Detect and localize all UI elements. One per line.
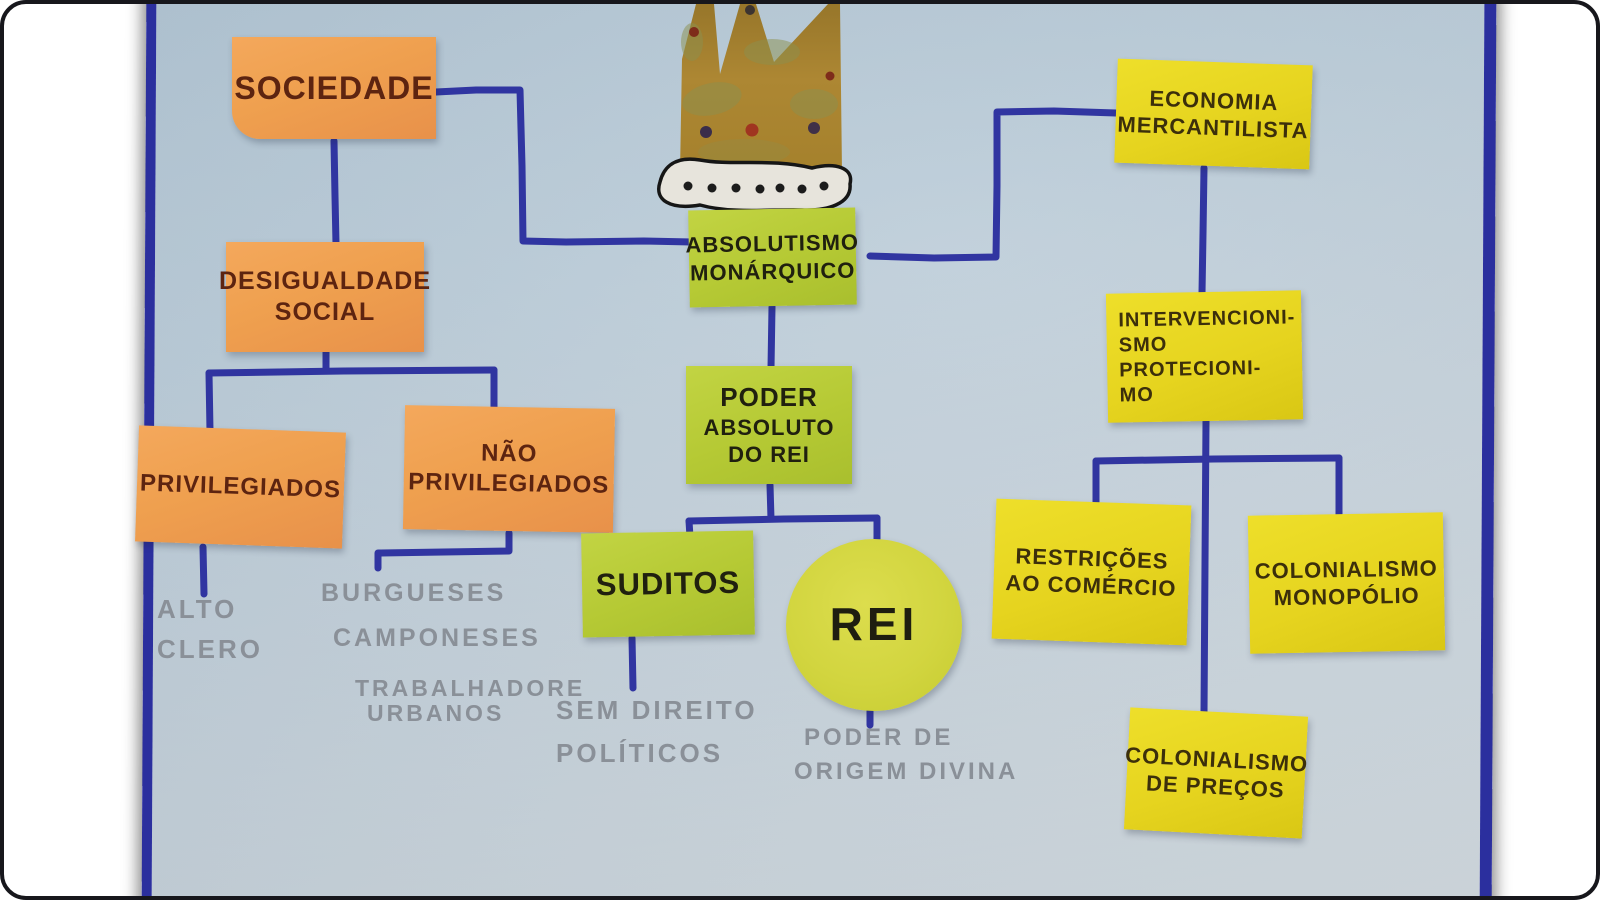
node-label: MONÁRQUICO — [689, 257, 856, 285]
annotation-line: ORIGEM DIVINA — [794, 758, 1019, 785]
annotation-line: POLÍTICOS — [556, 738, 724, 768]
node-label: SUDITOS — [595, 564, 741, 602]
node-poder-absoluto-do-rei: PODER ABSOLUTO DO REI — [686, 366, 852, 484]
node-suditos: SUDITOS — [581, 530, 755, 638]
node-label: AO COMÉRCIO — [1005, 570, 1177, 601]
node-label: SOCIAL — [274, 298, 376, 326]
node-restricoes-ao-comercio: RESTRIÇÕES AO COMÉRCIO — [991, 498, 1192, 646]
node-label: NÃO — [480, 439, 538, 468]
node-label: INTERVENCIONI- — [1118, 305, 1296, 331]
node-sociedade: SOCIEDADE — [232, 37, 436, 139]
annotation-line: ALTO — [157, 594, 238, 624]
node-label: MONOPÓLIO — [1273, 582, 1420, 611]
annotation-line: TRABALHADORE — [355, 675, 586, 701]
annotation-line: SEM DIREITO — [556, 695, 758, 725]
node-label: SMO PROTECIONI- — [1118, 333, 1262, 381]
node-colonialismo-monopolio: COLONIALISMO MONOPÓLIO — [1247, 512, 1446, 654]
node-intervencionismo-protecionismo: INTERVENCIONI- SMO PROTECIONI- MO — [1105, 290, 1304, 423]
node-label: DE PREÇOS — [1145, 770, 1286, 803]
node-label: ABSOLUTO — [703, 414, 835, 440]
node-label: DESIGUALDADE — [219, 266, 432, 295]
node-label: COLONIALISMO — [1254, 554, 1439, 584]
node-economia-mercantilista: ECONOMIA MERCANTILISTA — [1114, 58, 1313, 170]
annotation-line: PODER DE — [804, 724, 954, 751]
annotation-poder-origem-divina: PODER DE ORIGEM DIVINA — [794, 726, 1018, 784]
annotation-sem-direito-politicos: SEM DIREITO POLÍTICOS — [556, 697, 758, 766]
node-label: DO REI — [728, 442, 810, 468]
annotation-line: CAMPONESES — [333, 624, 541, 652]
node-label: MO — [1119, 383, 1155, 406]
node-rei: REI — [786, 539, 962, 711]
node-label: PRIVILEGIADOS — [139, 469, 342, 504]
node-label: PRIVILEGIADOS — [408, 468, 610, 499]
node-absolutismo-monarquico: ABSOLUTISMO MONÁRQUICO — [685, 207, 860, 308]
annotation-line: CLERO — [157, 634, 263, 664]
node-colonialismo-de-precos: COLONIALISMO DE PREÇOS — [1123, 707, 1309, 839]
annotation-line: URBANOS — [367, 700, 505, 726]
node-nao-privilegiados: NÃO PRIVILEGIADOS — [402, 405, 616, 533]
annotation-nao-privilegiados-grupos: BURGUESES CAMPONESES TRABALHADORE URBANO… — [321, 581, 585, 725]
annotation-alto-clero: ALTO CLERO — [157, 596, 263, 662]
node-privilegiados: PRIVILEGIADOS — [135, 425, 346, 549]
node-desigualdade-social: DESIGUALDADE SOCIAL — [219, 242, 430, 352]
node-label: SOCIEDADE — [234, 70, 434, 106]
annotation-line: BURGUESES — [321, 579, 507, 607]
node-label: REI — [829, 598, 919, 651]
node-label: MERCANTILISTA — [1117, 111, 1309, 144]
node-label: ABSOLUTISMO — [685, 229, 860, 258]
node-label: PODER — [720, 382, 818, 413]
